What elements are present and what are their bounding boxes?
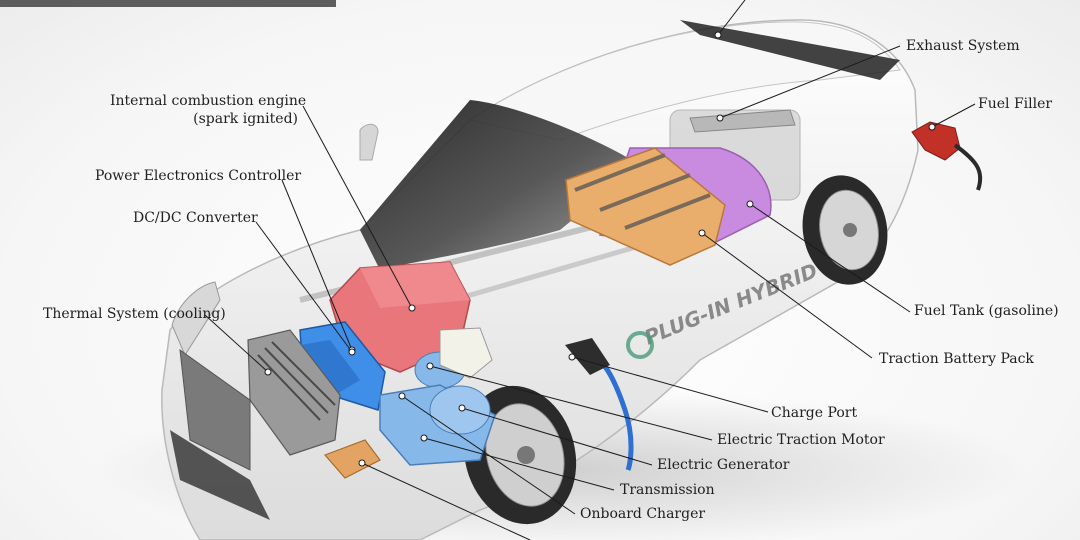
- fuel-nozzle: [911, 121, 961, 161]
- label-ice-line1: Internal combustion engine: [110, 93, 307, 109]
- label-ice: Internal combustion engine (spark ignite…: [110, 92, 307, 128]
- leader-generator: [461, 407, 653, 466]
- exhaust-pipe: [689, 109, 796, 133]
- dot-generator: [458, 404, 466, 412]
- leader-fuel-filler: [931, 103, 976, 128]
- leader-transmission: [423, 437, 615, 491]
- engine-top: [360, 262, 470, 308]
- leader-onboard-charger: [401, 395, 576, 515]
- dcdc-block: [300, 340, 360, 395]
- dot-transmission: [420, 434, 428, 442]
- dot-dcdc: [348, 348, 356, 356]
- label-fuel-filler: Fuel Filler: [978, 96, 1053, 112]
- coolant-reservoir: [439, 327, 493, 379]
- leader-pec: [281, 179, 353, 351]
- lower-grille: [170, 430, 270, 520]
- dot-top: [714, 31, 722, 39]
- label-exhaust-system: Exhaust System: [906, 38, 1020, 54]
- leader-lines: [204, 0, 976, 540]
- leader-bottom: [361, 462, 531, 540]
- rear-wheel-hub: [843, 223, 857, 237]
- dot-ice: [408, 304, 416, 312]
- side-mirror: [359, 123, 379, 161]
- dot-fuel-filler: [928, 123, 936, 131]
- label-ice-line2: (spark ignited): [193, 111, 298, 127]
- leader-dcdc: [255, 221, 353, 353]
- leader-top: [717, 0, 746, 36]
- dot-fuel-tank: [746, 200, 754, 208]
- charge-connector: [565, 338, 610, 375]
- onboard-charger: [323, 439, 381, 479]
- dot-bottom: [358, 459, 366, 467]
- front-wheel-hub: [517, 446, 535, 464]
- label-charge-port: Charge Port: [771, 405, 858, 421]
- battery-stripe-3: [624, 193, 711, 230]
- headlight: [171, 281, 221, 357]
- battery-stripe-1: [574, 153, 666, 192]
- label-dcdc-converter: DC/DC Converter: [133, 210, 258, 226]
- dot-exhaust: [716, 114, 724, 122]
- leader-charge-port: [571, 356, 769, 413]
- leader-fuel-tank: [749, 203, 911, 313]
- label-traction-battery: Traction Battery Pack: [879, 351, 1034, 367]
- top-bar: [0, 0, 336, 7]
- dot-charge-port: [568, 353, 576, 361]
- dot-onboard-charger: [398, 392, 406, 400]
- leader-thermal: [204, 314, 269, 373]
- fuel-hose: [953, 143, 983, 191]
- dot-battery: [698, 229, 706, 237]
- label-power-electronics: Power Electronics Controller: [95, 168, 302, 184]
- leader-dots: [264, 31, 936, 467]
- leader-battery: [701, 232, 873, 359]
- label-thermal-system: Thermal System (cooling): [43, 306, 226, 322]
- label-onboard-charger: Onboard Charger: [580, 506, 706, 522]
- label-generator: Electric Generator: [657, 457, 790, 473]
- dot-motor: [426, 362, 434, 370]
- label-traction-motor: Electric Traction Motor: [717, 432, 885, 448]
- dot-thermal: [264, 368, 272, 376]
- battery-stripe-2: [599, 173, 691, 212]
- leader-motor: [429, 365, 713, 441]
- windshield: [360, 100, 640, 270]
- front-grille: [179, 348, 251, 471]
- label-transmission: Transmission: [620, 482, 715, 498]
- leader-ice: [302, 105, 413, 309]
- label-fuel-tank: Fuel Tank (gasoline): [914, 303, 1059, 319]
- roof-antenna-strip: [680, 20, 900, 80]
- badge-logo-icon: [626, 331, 654, 359]
- radiator-fins: [257, 341, 336, 421]
- leader-exhaust: [719, 45, 901, 119]
